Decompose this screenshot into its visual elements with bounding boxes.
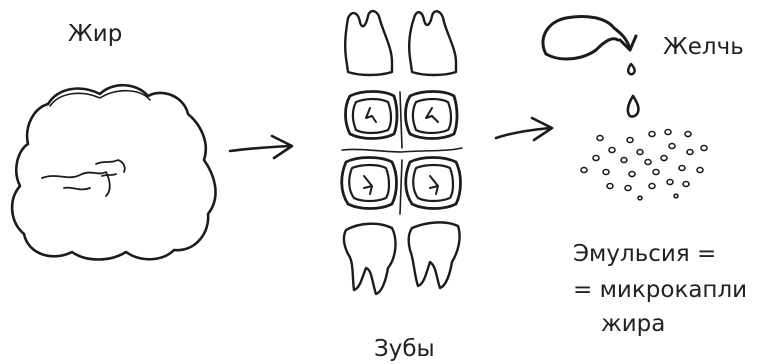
droplet xyxy=(673,193,679,199)
bile-drops xyxy=(626,62,640,118)
teeth-divider-horizontal xyxy=(341,147,463,153)
droplet xyxy=(606,182,614,190)
droplet xyxy=(648,130,656,138)
droplet xyxy=(652,168,660,176)
tooth-molar-bottom-left xyxy=(340,156,398,210)
droplet xyxy=(700,144,708,152)
droplet xyxy=(628,170,636,178)
emulsion-droplets xyxy=(580,128,708,201)
teeth-label: Зубы xyxy=(374,336,435,362)
droplet xyxy=(602,168,610,176)
arrow-fat-to-teeth xyxy=(228,134,294,160)
droplet xyxy=(644,158,652,166)
tooth-incisor-left xyxy=(343,9,394,77)
teeth-divider-vertical xyxy=(399,91,403,215)
bile-drop-small xyxy=(627,62,636,76)
droplet xyxy=(678,164,686,172)
droplet xyxy=(668,142,676,150)
fat-label: Жир xyxy=(68,21,123,47)
fat-blob xyxy=(10,83,217,261)
droplet xyxy=(686,148,694,156)
droplet xyxy=(636,148,644,156)
tooth-incisor-right xyxy=(408,10,458,77)
tooth-root-bottom-left xyxy=(342,222,397,296)
bile-label: Желчь xyxy=(663,34,744,60)
droplet xyxy=(666,178,674,186)
droplet xyxy=(608,146,616,154)
emulsion-label-line-1: Эмульсия = xyxy=(573,241,717,267)
droplet xyxy=(626,136,634,144)
droplet xyxy=(664,128,672,136)
droplet xyxy=(648,182,656,190)
droplet xyxy=(637,195,643,201)
droplet xyxy=(660,154,668,162)
emulsion-label-line-3: жира xyxy=(601,311,666,337)
emulsion-label-line-2: = микрокапли xyxy=(573,277,748,303)
droplet xyxy=(580,166,588,174)
droplet xyxy=(592,154,600,162)
bile-drop-large xyxy=(626,94,640,118)
tooth-molar-top-right xyxy=(404,90,459,140)
droplet xyxy=(696,166,704,174)
tooth-root-bottom-right xyxy=(407,221,461,290)
droplet xyxy=(684,130,692,138)
droplet xyxy=(596,134,604,142)
droplet xyxy=(620,156,628,164)
tooth-molar-top-left xyxy=(344,90,399,140)
droplet xyxy=(624,184,632,192)
teeth-group xyxy=(340,9,463,296)
tooth-molar-bottom-right xyxy=(404,156,462,210)
droplet xyxy=(682,180,690,188)
bile-source xyxy=(541,14,638,61)
arrow-teeth-to-emulsion xyxy=(494,116,554,142)
